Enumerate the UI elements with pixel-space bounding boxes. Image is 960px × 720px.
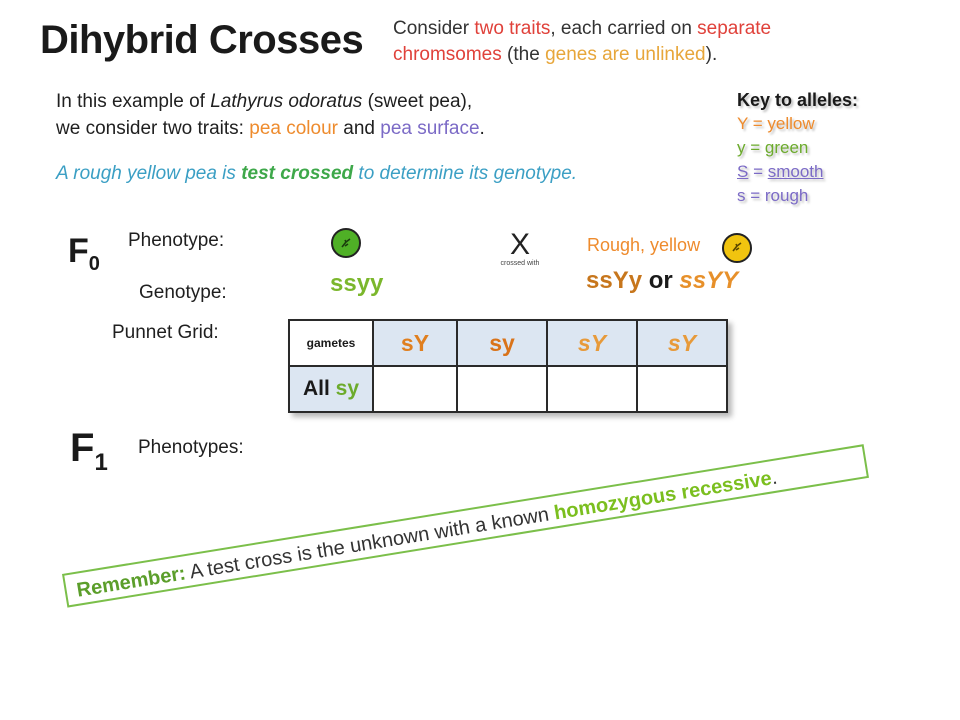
- f1-label: F1: [70, 426, 108, 477]
- trait-pea-surface: pea surface: [380, 118, 480, 139]
- testline-part: to determine its genotype.: [353, 163, 578, 184]
- f0-letter: F: [68, 232, 89, 270]
- grid-corner: gametes: [288, 319, 374, 367]
- intro-part: In this example of: [56, 91, 211, 112]
- left-genotype: ssyy: [330, 270, 384, 297]
- cross-symbol: X crossed with: [490, 228, 550, 268]
- allele-key: Key to alleles: Y = yellow y = green S =…: [737, 88, 858, 208]
- allele-S-letter: S: [737, 162, 749, 181]
- allele-S-eq: =: [748, 162, 768, 181]
- phenotypes-label: Phenotypes:: [138, 437, 244, 458]
- gamete-header: sY: [372, 319, 458, 367]
- punnet-grid-label: Punnet Grid:: [112, 322, 219, 343]
- intro-part: .: [479, 118, 485, 139]
- grid-cell[interactable]: [456, 365, 548, 413]
- allele-S-word: smooth: [767, 162, 824, 181]
- trait-pea-colour: pea colour: [249, 118, 338, 139]
- intro-part: and: [337, 118, 381, 139]
- page-title: Dihybrid Crosses: [40, 18, 364, 62]
- gamete-header: sY: [546, 319, 638, 367]
- consider-part: , each carried on: [550, 18, 698, 39]
- right-genotype: ssYy or ssYY: [586, 267, 738, 295]
- cross-x: X: [509, 228, 530, 261]
- yellow-pea-icon: [722, 233, 752, 263]
- green-pea-icon: [331, 228, 361, 258]
- row-label-gamete: sy: [335, 377, 360, 400]
- f0-label: F0: [68, 232, 100, 276]
- consider-separate: separate: [697, 18, 772, 39]
- consider-text: Consider two traits, each carried on sep…: [393, 16, 863, 68]
- remember-emph: homozygous recessive: [552, 467, 774, 525]
- consider-part: Consider: [393, 18, 475, 39]
- grid-cell[interactable]: [636, 365, 728, 413]
- gamete-header: sy: [456, 319, 548, 367]
- testline-part: A rough yellow pea is: [56, 163, 242, 184]
- gamete-header: sY: [636, 319, 728, 367]
- intro-text: In this example of Lathyrus odoratus (sw…: [56, 88, 485, 142]
- consider-two-traits: two traits: [474, 18, 551, 39]
- genotype-label: Genotype:: [139, 282, 227, 303]
- species-name: Lathyrus odoratus: [210, 91, 363, 112]
- punnet-grid: gametes sY sy sY sY All sy: [288, 319, 728, 413]
- intro-part: we consider two traits:: [56, 118, 250, 139]
- allele-key-title: Key to alleles:: [737, 90, 859, 110]
- right-genotype-a: ssYy: [586, 267, 643, 294]
- test-cross-statement: A rough yellow pea is test crossed to de…: [56, 163, 577, 185]
- remember-lead: Remember:: [75, 562, 188, 602]
- grid-cell[interactable]: [546, 365, 638, 413]
- test-crossed-emph: test crossed: [241, 163, 354, 184]
- allele-key-y: y = green: [737, 138, 809, 157]
- right-genotype-or: or: [642, 267, 680, 294]
- right-phenotype: Rough, yellow: [587, 235, 701, 255]
- row-label-all: All: [302, 377, 336, 400]
- grid-row: All sy: [288, 365, 728, 413]
- grid-cell[interactable]: [372, 365, 458, 413]
- consider-chromosomes: chromsomes: [393, 44, 502, 65]
- phenotype-label: Phenotype:: [128, 230, 225, 251]
- allele-key-S: S = smooth: [737, 160, 858, 184]
- remember-text: A test cross is the unknown with a known: [183, 502, 556, 585]
- allele-key-Y: Y = yellow: [737, 114, 815, 133]
- f1-letter: F: [70, 426, 95, 470]
- consider-genes-unlinked: genes are unlinked: [545, 44, 706, 65]
- right-genotype-b: ssYY: [679, 267, 739, 294]
- f1-sub: 1: [94, 449, 108, 476]
- consider-part: (the: [501, 44, 546, 65]
- f0-sub: 0: [88, 252, 100, 275]
- consider-part: ).: [705, 44, 718, 65]
- crossed-with-label: crossed with: [500, 260, 540, 267]
- grid-header-row: gametes sY sy sY sY: [288, 319, 728, 367]
- allele-key-s: s = rough: [737, 186, 809, 205]
- intro-part: (sweet pea),: [362, 91, 473, 112]
- grid-row-label: All sy: [288, 365, 374, 413]
- remember-banner: Remember: A test cross is the unknown wi…: [62, 444, 869, 608]
